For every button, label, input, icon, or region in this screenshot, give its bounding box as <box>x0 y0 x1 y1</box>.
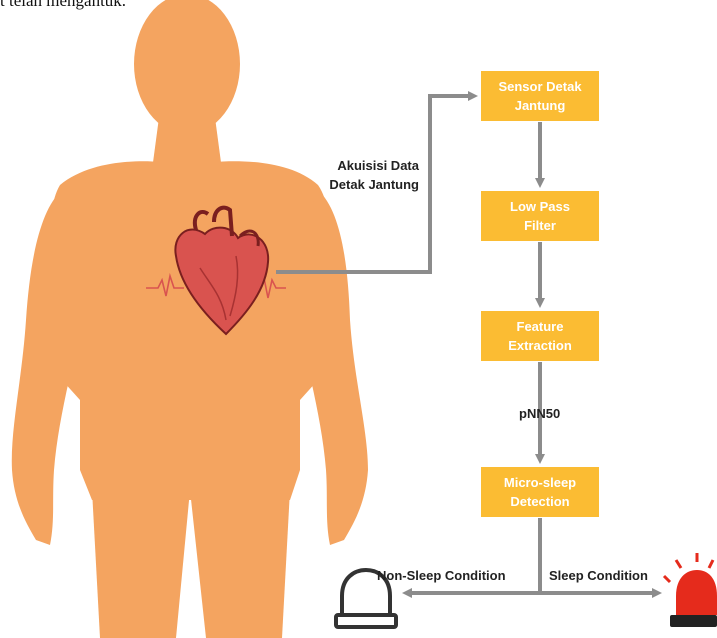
label-pnn50: pNN50 <box>519 404 560 423</box>
label-sleep-condition: Sleep Condition <box>549 566 648 585</box>
siren-red-icon <box>664 553 717 627</box>
box-sensor-detak-jantung: Sensor Detak Jantung <box>481 71 599 121</box>
box-low-pass-filter: Low Pass Filter <box>481 191 599 241</box>
box-feature-extraction: Feature Extraction <box>481 311 599 361</box>
box-micro-sleep-detection: Micro-sleep Detection <box>481 467 599 517</box>
human-silhouette-icon <box>12 0 368 638</box>
label-akuisisi-data: Akuisisi Data Detak Jantung <box>300 156 419 194</box>
label-non-sleep-condition: Non-Sleep Condition <box>377 566 506 585</box>
